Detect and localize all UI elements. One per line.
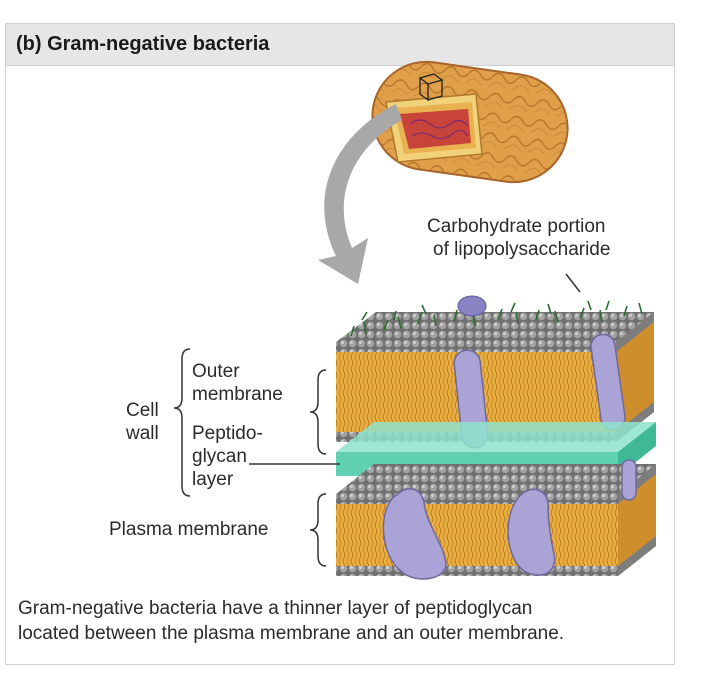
bacterium-cell [371,60,569,184]
outer-membrane-label-line2: membrane [192,384,283,405]
cell-wall-label-line1: Cell [126,400,159,421]
caption-line2: located between the plasma membrane and … [18,623,565,644]
carbohydrate-label-line1: Carbohydrate portion [427,216,606,237]
header-bar: (b) Gram-negative bacteria [6,24,674,66]
cube-marker [418,73,444,102]
plasma-membrane-proteins [382,459,637,580]
carbohydrate-label-line2: of lipopolysaccharide [433,239,611,260]
zoom-arrow [318,104,402,284]
peptidoglycan-label-line1: Peptido- [192,423,263,444]
peptidoglycan-label-line2: glycan [192,446,247,467]
outer-membrane-label-line1: Outer [192,361,240,382]
figure-caption: Gram-negative bacteria have a thinner la… [18,596,668,646]
gram-negative-illustration [173,60,656,580]
cell-wall-label-line2: wall [126,423,159,444]
peptidoglycan-label-line3: layer [192,469,234,490]
figure-panel: (b) Gram-negative bacteria [5,23,675,665]
caption-line1: Gram-negative bacteria have a thinner la… [18,598,533,619]
plasma-membrane-label: Plasma membrane [109,519,269,540]
figure-title: (b) Gram-negative bacteria [16,33,270,55]
annotation-lines [173,273,581,567]
